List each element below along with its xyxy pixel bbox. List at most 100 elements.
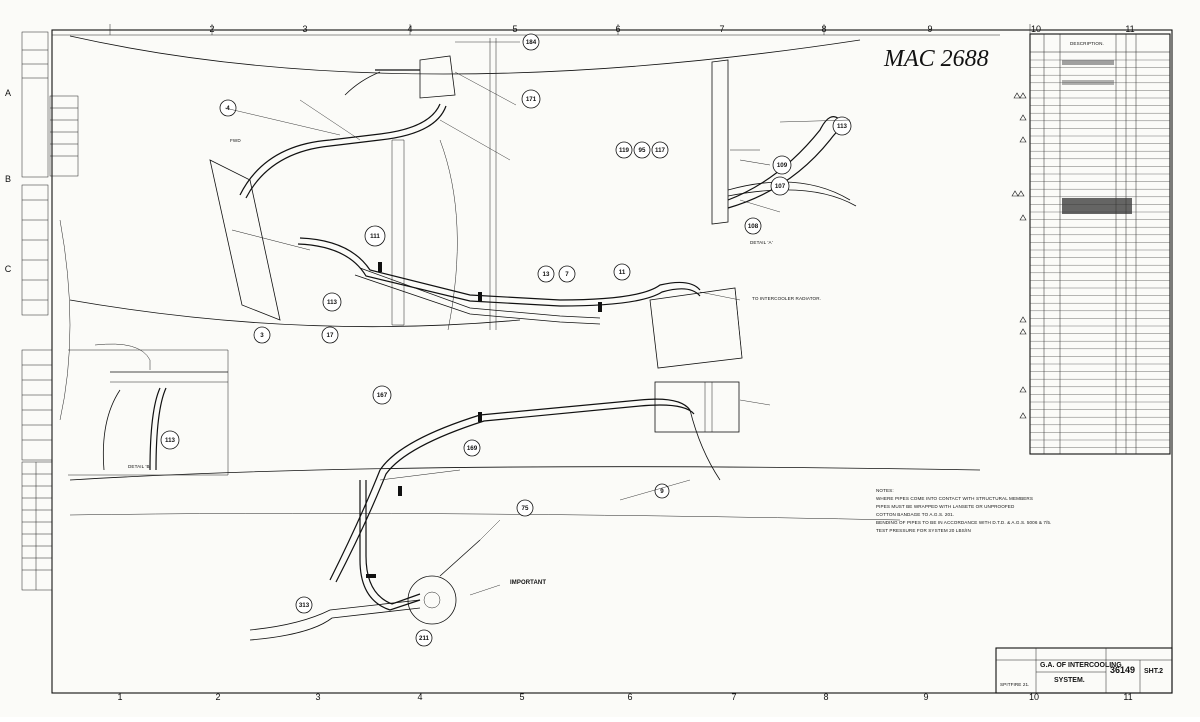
relief-valve-body [407,539,481,625]
balloon-label: 111 [370,233,380,240]
balloon-171: 171 [521,89,541,109]
balloon-9: 9 [654,483,670,499]
grid-top-4: 4 [407,24,412,34]
notes-line-5: TEST PRESSURE FOR SYSTEM 20 LBS/IN [876,528,971,533]
header-tank [654,381,740,433]
grid-top-8: 8 [821,24,826,34]
balloon-313: 313 [295,596,313,614]
bottom-grid-labels: 1 2 3 4 5 6 7 8 9 10 11 [117,692,1132,702]
top-grid-ticks [109,24,1031,35]
balloon-119: 119 [615,141,633,159]
notes-line-2: PIPES MUST BE WRAPPED WITH LANSETE OR UN… [876,504,1015,509]
balloon-169: 169 [463,439,481,457]
handwritten-drawing-id: MAC 2688 [883,46,989,72]
balloon-111: 111 [364,225,386,247]
balloon-label: 75 [522,505,529,512]
notes-line-1: WHERE PIPES COME INTO CONTACT WITH STRUC… [876,496,1033,501]
grid-left-a: A [5,88,11,98]
balloon-label: 95 [639,147,646,154]
balloon-label: 167 [377,392,388,399]
balloon-7: 7 [558,265,576,283]
balloon-108: 108 [744,217,762,235]
grid-bottom-7: 7 [731,692,736,702]
notes-heading: NOTES: [876,488,894,493]
balloon-184: 184 [522,33,540,51]
grid-bottom-2: 2 [215,692,220,702]
balloon-label: 119 [619,147,630,154]
detail-a-label: DETAIL 'A' [750,240,773,245]
top-grid-labels: 2 3 4 5 6 7 8 9 10 11 [209,24,1134,34]
grid-top-10: 10 [1031,24,1041,34]
leader-lines [224,41,851,596]
general-notes: NOTES: WHERE PIPES COME INTO CONTACT WIT… [876,488,1051,533]
notes-line-3: COTTON BANDAGE TO A.G.S. 201. [876,512,954,517]
grid-bottom-8: 8 [823,692,828,702]
balloon-label: 113 [165,437,176,444]
parts-list-table: DESCRIPTION. [1029,33,1171,455]
balloon-109: 109 [772,155,792,175]
balloon-label: 108 [748,223,759,230]
balloon-11: 11 [613,263,631,281]
balloon-17: 17 [321,326,339,344]
grid-bottom-5: 5 [519,692,524,702]
title-line-2: SYSTEM. [1054,677,1085,684]
grid-top-2: 2 [209,24,214,34]
grid-top-11: 11 [1125,24,1134,34]
note-to-radiator: TO INTERCOOLER RADIATOR. [752,296,821,301]
grid-bottom-4: 4 [417,692,422,702]
pipe-clips [366,262,602,578]
detail-b-label: DETAIL 'B' [128,464,151,469]
drawing-number: 36149 [1110,665,1135,675]
callout-notes: FWD TO INTERCOOLER RADIATOR. IMPORTANT [230,138,821,586]
left-revision-strip [21,31,79,591]
balloon-label: 13 [543,271,550,278]
balloon-4: 4 [219,99,237,117]
balloon-label: 17 [327,332,334,339]
balloon-113c: 113 [832,116,852,136]
detail-b-inset: DETAIL 'B' [68,343,229,476]
grid-bottom-1: 1 [117,692,122,702]
grid-bottom-9: 9 [923,692,928,702]
balloon-label: 9 [660,488,664,495]
balloon-117: 117 [651,141,669,159]
balloon-75: 75 [516,499,534,517]
balloon-label: 113 [327,299,338,306]
balloon-167: 167 [372,385,392,405]
sheet-number: SHT.2 [1144,668,1163,675]
grid-top-5: 5 [512,24,517,34]
parts-header-description: DESCRIPTION. [1070,41,1104,46]
balloon-label: 3 [260,332,264,339]
fwd-mark: FWD [230,138,241,143]
notes-line-4: BENDING OF PIPES TO BE IN ACCORDANCE WIT… [876,520,1051,525]
balloon-label: 113 [837,123,848,130]
balloon-113b: 113 [160,430,180,450]
balloon-label: 171 [526,96,537,103]
balloon-label: 313 [299,602,310,609]
grid-left-b: B [5,174,11,184]
scale-label: SPITFIRE 21. [1000,682,1030,687]
upper-pipe-runs [239,55,701,325]
balloon-label: 169 [467,445,478,452]
balloon-label: 107 [775,183,786,190]
balloon-113a: 113 [322,292,342,312]
balloon-label: 109 [777,162,788,169]
balloon-label: 7 [565,271,569,278]
grid-bottom-10: 10 [1029,692,1039,702]
balloon-label: 184 [526,39,537,46]
lower-pipe-runs [249,398,721,641]
balloon-211: 211 [415,629,433,647]
title-block: G.A. OF INTERCOOLING SYSTEM. 36149 SHT.2… [995,647,1173,694]
balloon-3: 3 [253,326,271,344]
grid-left-c: C [5,264,12,274]
balloon-95: 95 [633,141,651,159]
grid-top-6: 6 [615,24,620,34]
balloon-107: 107 [770,176,790,196]
grid-bottom-3: 3 [315,692,320,702]
change-markers [1011,92,1027,419]
balloon-label: 117 [655,147,666,154]
grid-bottom-11: 11 [1123,692,1132,702]
grid-top-7: 7 [719,24,724,34]
parts-rows [1030,59,1170,448]
title-line-1: G.A. OF INTERCOOLING [1040,662,1122,669]
